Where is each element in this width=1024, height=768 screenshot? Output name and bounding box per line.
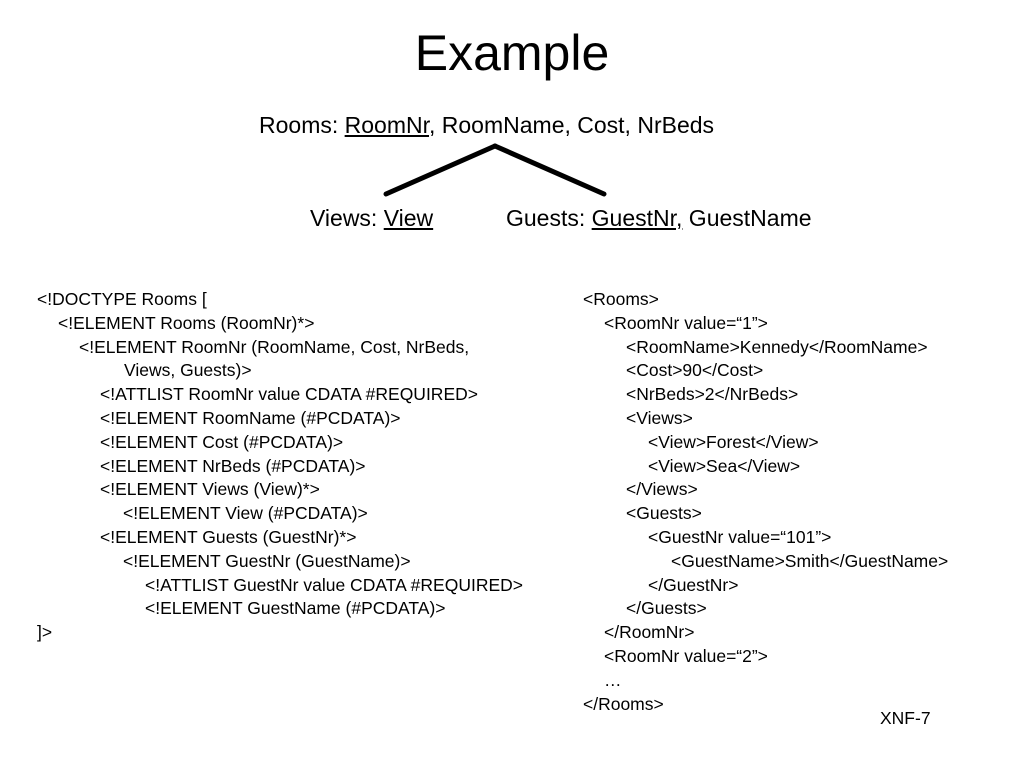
xml-line: </RoomNr> <box>604 622 695 643</box>
dtd-line: <!ELEMENT GuestNr (GuestName)> <box>123 550 411 571</box>
tree-branch-views <box>383 143 498 197</box>
xml-line: <Rooms> <box>583 289 659 309</box>
dtd-line: <!ELEMENT Cost (#PCDATA)> <box>100 431 344 452</box>
views-label: Views: <box>310 205 384 231</box>
tree-branch-guests <box>492 143 607 197</box>
xml-line: <RoomNr value=“1”> <box>604 312 768 333</box>
xml-line: <GuestName>Smith</GuestName> <box>671 550 949 571</box>
rooms-schema: Rooms: RoomNr, RoomName, Cost, NrBeds <box>259 111 714 139</box>
xml-line: <Guests> <box>626 503 702 524</box>
xml-line: … <box>604 669 622 690</box>
xml-line: </Views> <box>626 479 698 500</box>
dtd-line: <!ELEMENT GuestName (#PCDATA)> <box>145 598 446 619</box>
dtd-code-block: <!DOCTYPE Rooms [ <!ELEMENT Rooms (RoomN… <box>37 288 523 645</box>
dtd-line: <!ELEMENT NrBeds (#PCDATA)> <box>100 455 366 476</box>
xml-line: <RoomName>Kennedy</RoomName> <box>626 336 928 357</box>
dtd-line: <!ELEMENT Guests (GuestNr)*> <box>100 526 357 547</box>
xml-line: </GuestNr> <box>648 574 739 595</box>
xml-line: <View>Sea</View> <box>648 455 801 476</box>
dtd-line: <!ELEMENT Rooms (RoomNr)*> <box>58 312 315 333</box>
xml-line: <RoomNr value=“2”> <box>604 645 768 666</box>
dtd-line: <!ATTLIST RoomNr value CDATA #REQUIRED> <box>100 384 478 405</box>
rooms-key: RoomNr <box>344 112 429 138</box>
slide-title: Example <box>414 25 610 81</box>
guests-label: Guests: <box>506 205 592 231</box>
views-key: View <box>383 205 434 231</box>
dtd-line: <!DOCTYPE Rooms [ <box>37 289 207 309</box>
dtd-line: <!ELEMENT RoomName (#PCDATA)> <box>100 407 401 428</box>
xml-line: </Rooms> <box>583 693 664 714</box>
rooms-attributes: , RoomName, Cost, NrBeds <box>429 112 715 138</box>
dtd-line: <!ELEMENT View (#PCDATA)> <box>123 503 368 524</box>
xml-line: <NrBeds>2</NrBeds> <box>626 384 799 405</box>
dtd-line: <!ELEMENT RoomNr (RoomName, Cost, NrBeds… <box>79 336 470 357</box>
dtd-line: ]> <box>37 622 53 643</box>
dtd-line: Views, Guests)> <box>124 360 252 381</box>
slide-footer: XNF-7 <box>880 708 931 728</box>
rooms-label: Rooms: <box>259 112 345 138</box>
guests-attributes: GuestName <box>682 205 812 231</box>
guests-key: GuestNr, <box>591 205 683 231</box>
xml-code-block: <Rooms> <RoomNr value=“1”> <RoomName>Ken… <box>583 288 948 716</box>
xml-line: <GuestNr value=“101”> <box>648 526 832 547</box>
xml-line: <Cost>90</Cost> <box>626 360 764 381</box>
views-schema: Views: View <box>310 204 433 232</box>
xml-line: <View>Forest</View> <box>648 431 819 452</box>
dtd-line: <!ELEMENT Views (View)*> <box>100 479 320 500</box>
guests-schema: Guests: GuestNr, GuestName <box>506 204 812 232</box>
dtd-line: <!ATTLIST GuestNr value CDATA #REQUIRED> <box>145 574 523 595</box>
xml-line: <Views> <box>626 407 693 428</box>
xml-line: </Guests> <box>626 598 707 619</box>
